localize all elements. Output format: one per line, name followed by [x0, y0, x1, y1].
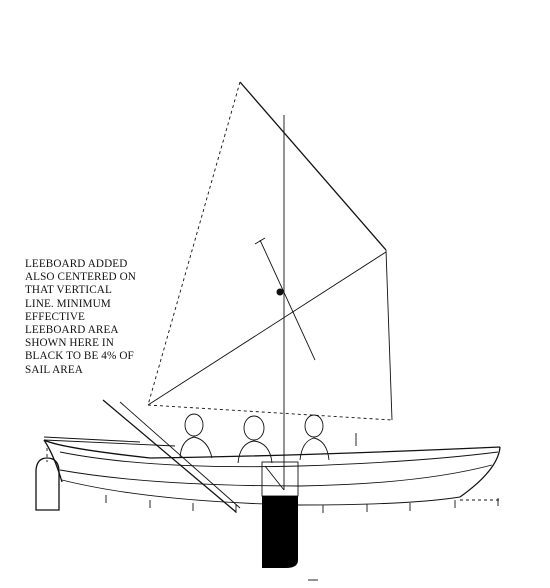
crew-figure-left: [179, 413, 213, 459]
sprit-line: [102, 399, 237, 513]
leeboard-pivot-line: [264, 465, 285, 491]
sail-head-edge: [239, 81, 387, 251]
sail-luff: [147, 81, 241, 406]
annotation-line-5: EFFECTIVE: [25, 310, 85, 323]
leeboard-head: [261, 461, 299, 497]
center-of-effort-dot: [276, 288, 284, 296]
sail-leech: [385, 249, 393, 421]
annotation-line-8: BLACK TO BE 4% OF: [25, 350, 134, 363]
sail: [147, 81, 393, 421]
crew-figure-right: [299, 414, 330, 461]
hull-bottom-line: [61, 479, 461, 506]
hull-gunwale-rail: [43, 439, 176, 447]
sail-median-tick-top: [254, 237, 266, 245]
leeboard-annotation: LEEBOARD ADDED ALSO CENTERED ON THAT VER…: [25, 258, 165, 377]
annotation-line-9: SAIL AREA: [25, 363, 83, 376]
station-marks: [105, 495, 499, 513]
annotation-line-6: LEEBOARD AREA: [25, 324, 119, 337]
annotation-line-2: ALSO CENTERED ON: [25, 271, 136, 284]
hull-chine-line: [59, 464, 493, 487]
leeboard: [261, 461, 299, 568]
hull-rail-double: [43, 436, 141, 443]
hull: [43, 433, 501, 506]
annotation-line-3: THAT VERTICAL: [25, 284, 112, 297]
sail-foot: [147, 404, 393, 421]
leeboard-blade-black-area: [262, 496, 298, 568]
sail-diagonal-line: [147, 251, 387, 406]
annotation-line-4: LINE. MINIMUM: [25, 297, 111, 310]
sail-median-line: [259, 239, 316, 361]
hull-inner-sheer: [59, 451, 499, 468]
annotation-line-7: SHOWN HERE IN: [25, 337, 114, 350]
hull-stern: [43, 439, 63, 483]
crew-figure-middle: [237, 415, 273, 464]
rudder: [35, 457, 60, 511]
hull-sheer-line: [43, 439, 501, 459]
crew-figures: [179, 413, 330, 464]
annotation-line-1: LEEBOARD ADDED: [25, 258, 128, 270]
hull-bow: [459, 446, 501, 498]
